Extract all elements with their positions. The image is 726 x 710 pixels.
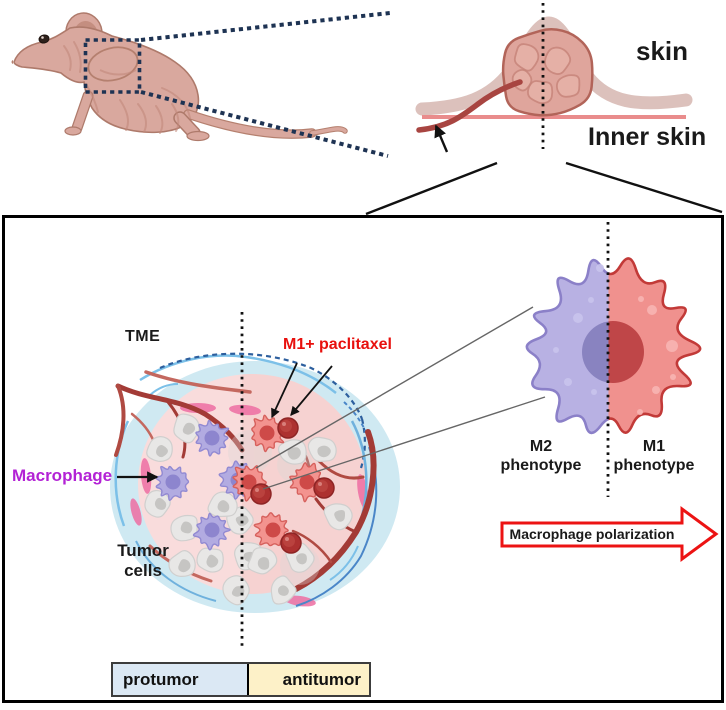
polarity-legend: protumor antitumor xyxy=(111,662,371,697)
legend-protumor: protumor xyxy=(113,664,247,695)
inner-skin-label: Inner skin xyxy=(588,123,707,151)
vessel-arrow-icon xyxy=(434,124,449,153)
macrophage-label: Macrophage xyxy=(12,466,113,485)
legend-antitumor: antitumor xyxy=(247,664,369,695)
m1-phenotype-label: M1 phenotype xyxy=(613,438,695,474)
tumor-lump-icon xyxy=(501,28,594,117)
blood-vessel xyxy=(416,79,523,133)
mouse-icon xyxy=(11,12,348,142)
m2-phenotype-label: M2 phenotype xyxy=(500,438,582,474)
skin-label: skin xyxy=(636,36,689,66)
biopsy-region-box xyxy=(83,38,142,94)
zoom-region-dotted-lines xyxy=(83,11,391,158)
tumor-cells-label: Tumor cells xyxy=(117,541,169,580)
m1-paclitaxel-label: M1+ paclitaxel xyxy=(283,336,392,353)
zoom-expansion-lines xyxy=(365,161,723,216)
tme-label: TME xyxy=(125,328,161,345)
polarization-arrow-label: Macrophage polarization xyxy=(509,526,675,542)
